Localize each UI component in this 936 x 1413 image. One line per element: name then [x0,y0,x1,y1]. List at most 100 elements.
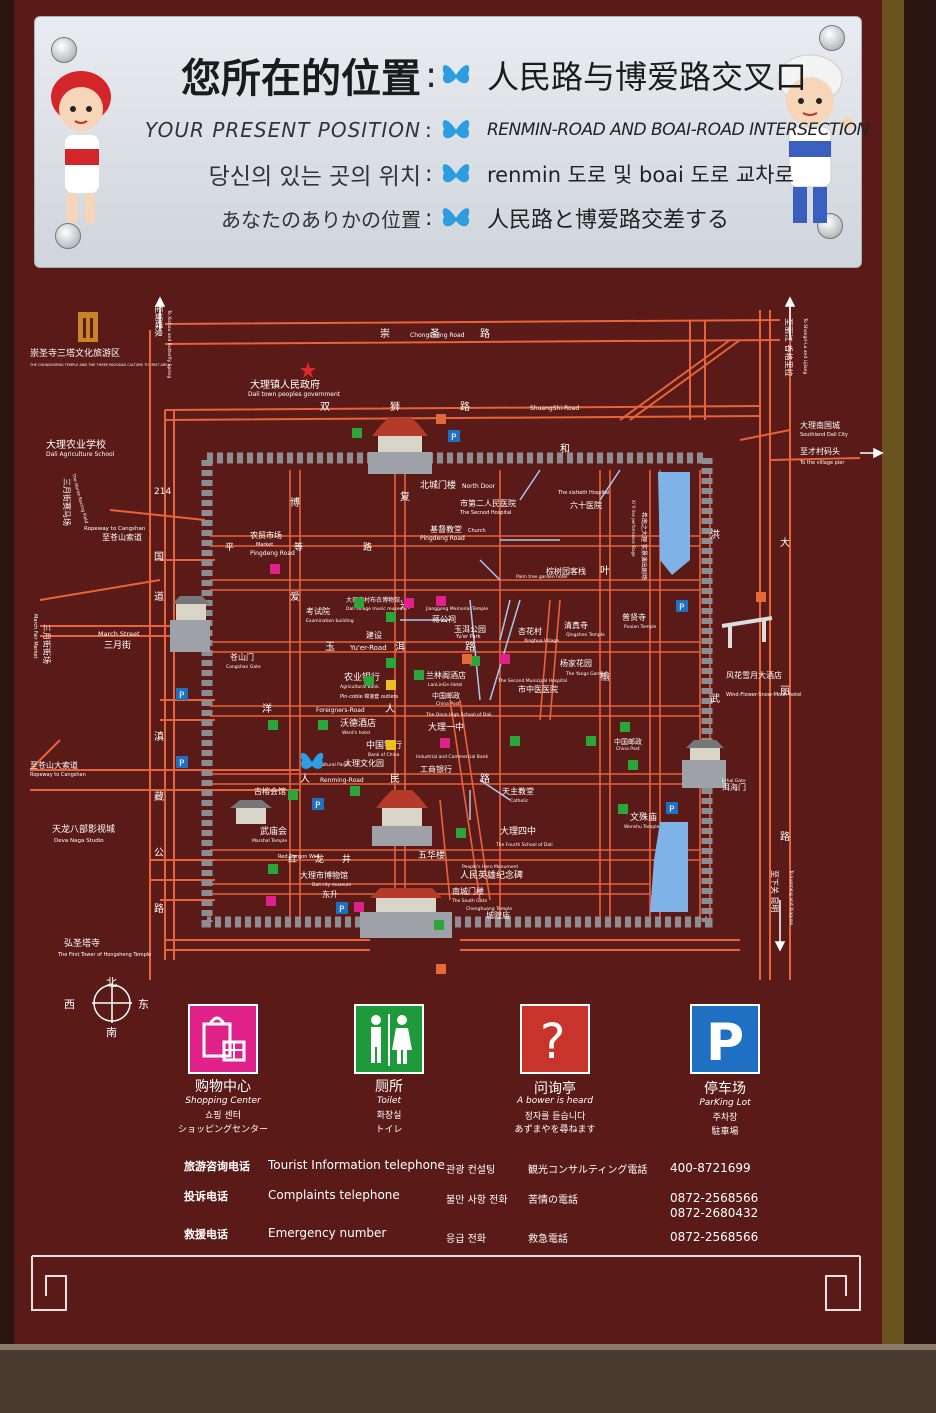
label-yuerpark-cn: 玉洱公园 [454,625,486,634]
label-wumiao-cn: 武庙会 [260,825,287,837]
label-wenshu-en: Wenshu Temple [624,824,660,830]
road-dongsheng: 东升 [322,889,338,899]
label-no4-en: The Fourth School of Dali [495,842,553,848]
screw-icon [51,37,77,63]
svg-text:P: P [706,1013,744,1072]
road-yuer-cn: 玉洱路 [325,640,535,653]
road-pingdeng-cn: 平等路 [225,541,432,553]
label-catholic-cn: 天主教堂 [502,786,534,796]
bank-markers [386,680,396,750]
board-base-edge [0,1344,936,1354]
road-renmin-cn: 人民路 [300,772,570,785]
label-hospital6-cn: 六十医院 [570,500,602,510]
label-lanlin-en: LanLinGe Hotel [428,682,462,688]
ko-value: renmin 도로 및 boai 도로 교차로 [487,163,794,187]
info-markers [436,414,766,974]
road-pingdeng-en-2: Pingdeng Road [420,535,465,542]
label-gov-cn: 大理镇人民政府 [250,378,320,391]
road-yu: 榆 [600,670,610,683]
legend-info-cn: 问询亭 [534,1081,576,1097]
label-lijiang-cn: 至丽江 香格里拉 [784,318,794,377]
label-southgate-en: The South Gate [451,898,487,904]
label-pier-cn: 至才村码头 [800,446,840,456]
road-chongsheng-en: Chongsheng Road [410,332,465,339]
label-wumiao-en: Marshal Temple [252,838,287,844]
archway-icon [721,616,773,648]
label-xinghua-en: Xinghua Village [524,638,559,644]
legend-parking-cn: 停车场 [704,1081,746,1097]
parking-markers: P P P P P P P [176,430,688,915]
label-hospital6-en: The sixtieth Hospital [557,490,609,496]
logo-sub: THE CHONGSHENG TEMPLE AND THE THREE PAGO… [29,363,171,367]
road-fu: 复 [400,490,410,503]
legend-toilet-ko: 화장실 [376,1111,402,1121]
phone-emergency-ko: 응급 전화 [446,1234,486,1245]
label-chenghuang-cn: 城隍庙 [486,910,510,920]
label-culture-cn: 大理文化园 [344,758,384,768]
label-march-cn: 三月街 [104,639,131,651]
label-ropeway-en: Ropeway to Cangshan [84,526,146,532]
road-yuer-en: Yu'er-Road [349,644,387,652]
label-post-en: China Post [436,701,460,707]
label-wode-cn: 沃德酒店 [340,717,376,729]
ja-value: 人民路と博爱路交差する [487,208,730,233]
label-cangshangate-cn: 苍山门 [230,652,254,662]
toilet-legend-icon [354,1004,424,1074]
svg-text:P: P [669,805,675,815]
screw-icon [819,25,845,51]
direction-arrows [154,296,884,952]
svg-text:P: P [339,905,345,915]
label-hospital2-en: The Secnod Hospital [459,510,511,516]
label-citymuseum-cn: 大理市博物馆 [300,870,348,880]
label-palmtree-cn: 棕树园客栈 [546,566,586,576]
legend-toilet-en: Toilet [377,1096,401,1106]
label-no1-en: The Once High School of Dali [425,712,492,718]
phone-tourist-number: 400-8721699 [670,1161,751,1175]
butterfly-icon [442,164,470,183]
road-foreigners-en: Foreigners-Road [316,707,365,714]
legend-toilet-cn: 厕所 [375,1079,403,1095]
label-agri-cn: 大理农业学校 [46,438,106,451]
road-dian: 滇 [154,730,164,743]
road-lu-2: 路 [780,830,790,843]
label-fengyue-en: Wind-Flower-Snow-Moon hotel [726,692,802,698]
label-post-cn: 中国邮政 [432,691,460,700]
zh-label: 您所在的位置 [181,56,421,102]
label-deva-cn: 天龙八部影视城 [52,823,115,835]
label-citymuseum-en: Dali city museum [312,882,351,888]
label-ropeway2-en: Ropeway to Cangshan [30,772,86,778]
phone-tourist-ja: 観光コンサルティング電話 [528,1165,648,1176]
legend-shopping-ko: 쇼핑 센터 [205,1111,241,1121]
label-puxian-en: Puxian Temple [624,624,657,630]
label-abc-en: Agricultural Bank [340,684,379,690]
road-ye: 叶 [600,565,610,577]
svg-text:P: P [179,691,185,701]
label-xiyi-en: Xi Yi live performance Stage [631,500,636,557]
legend-shopping-ja: ショッピングセンター [177,1125,268,1135]
label-lijiang-en: To Shangri-La and Lijiang [802,317,808,375]
road-hong: 洪 [710,529,720,541]
svg-text:P: P [451,433,457,443]
label-kunming-en: To kunming and Xiaguan [788,869,794,926]
road-lu: 路 [154,902,164,915]
label-xinghua-cn: 杏花村 [518,626,542,636]
label-butterfly-en: To Xizhou and Butterfly Spring [166,309,172,378]
bai-girl-mascot-icon [51,71,111,223]
legend-parking-ko: 주차장 [712,1113,738,1123]
label-north-gate-en: North Door [462,483,496,490]
road-hongdragon-cn: 红龙井 [288,853,369,865]
label-wode-en: Werd's hotel [342,730,370,736]
fret-border-decoration [31,1255,861,1311]
label-fengyue-cn: 风花雪月大酒店 [726,670,782,680]
road-he: 和 [560,443,570,455]
label-north-gate-cn: 北城门楼 [420,479,456,491]
road-dao: 道 [154,590,164,603]
compass-south: 南 [106,1026,117,1039]
phone-complaints-cn: 投诉电话 [184,1190,228,1203]
label-church-cn: 基督教堂 [430,524,462,534]
road-pingdeng-en: Pingdeng Road [250,550,295,557]
label-agri-en: Dali Agriculture School [46,451,115,458]
screw-icon [817,213,843,239]
zh-value: 人民路与博爱路交叉口 [487,58,808,96]
label-no4-cn: 大理四中 [500,825,536,837]
